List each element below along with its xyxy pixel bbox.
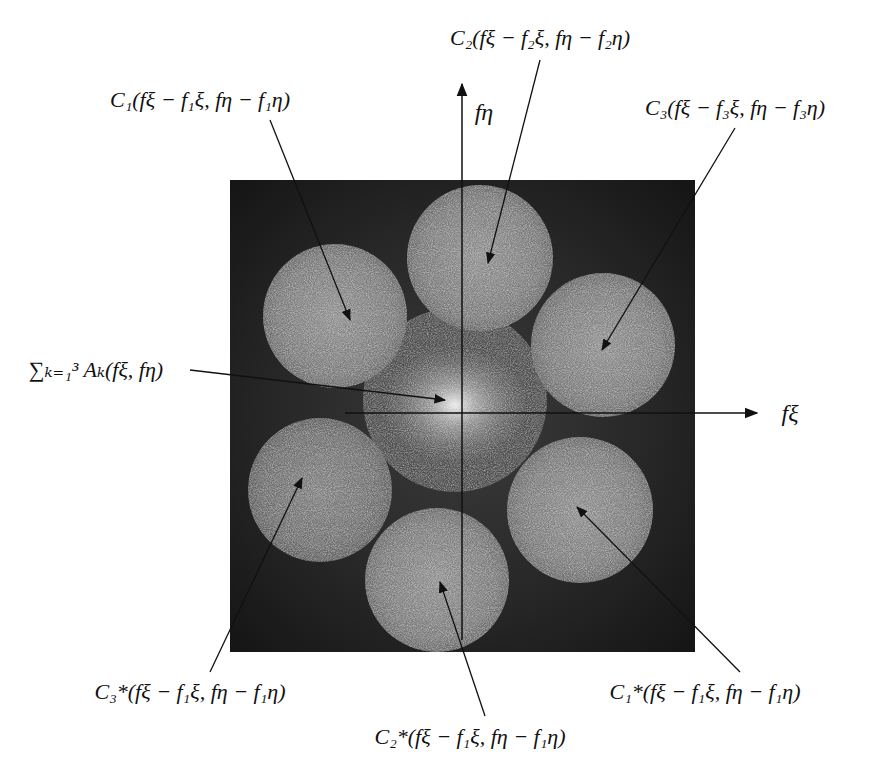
leader-arrows (190, 60, 740, 716)
leader-arrow (270, 120, 350, 320)
formula-label: ∑ₖ₌₁³ Aₖ(fξ, fη) (29, 357, 163, 383)
leader-arrow (577, 507, 740, 672)
formula-label: C₁*(fξ − f₁ξ, fη − f₁η) (609, 679, 800, 705)
axis-label: fη (475, 98, 494, 127)
axis-label: fξ (782, 399, 799, 428)
axis-f-eta (461, 84, 463, 640)
formula-label: C₃*(fξ − f₁ξ, fη − f₁η) (94, 679, 285, 705)
leader-arrow (210, 478, 302, 672)
leader-arrow (440, 582, 485, 716)
axes (345, 84, 757, 640)
leader-arrow (488, 60, 540, 263)
leader-arrow (602, 128, 735, 350)
formula-label: C₂*(fξ − f₁ξ, fη − f₁η) (374, 724, 565, 750)
formula-label: C₁(fξ − f₁ξ, fη − f₁η) (110, 87, 290, 113)
axis-f-xi (345, 412, 757, 414)
formula-label: C₃(fξ − f₃ξ, fη − f₃η) (645, 95, 825, 121)
formula-label: C₂(fξ − f₂ξ, fη − f₂η) (450, 25, 630, 51)
leader-arrow (190, 370, 445, 400)
